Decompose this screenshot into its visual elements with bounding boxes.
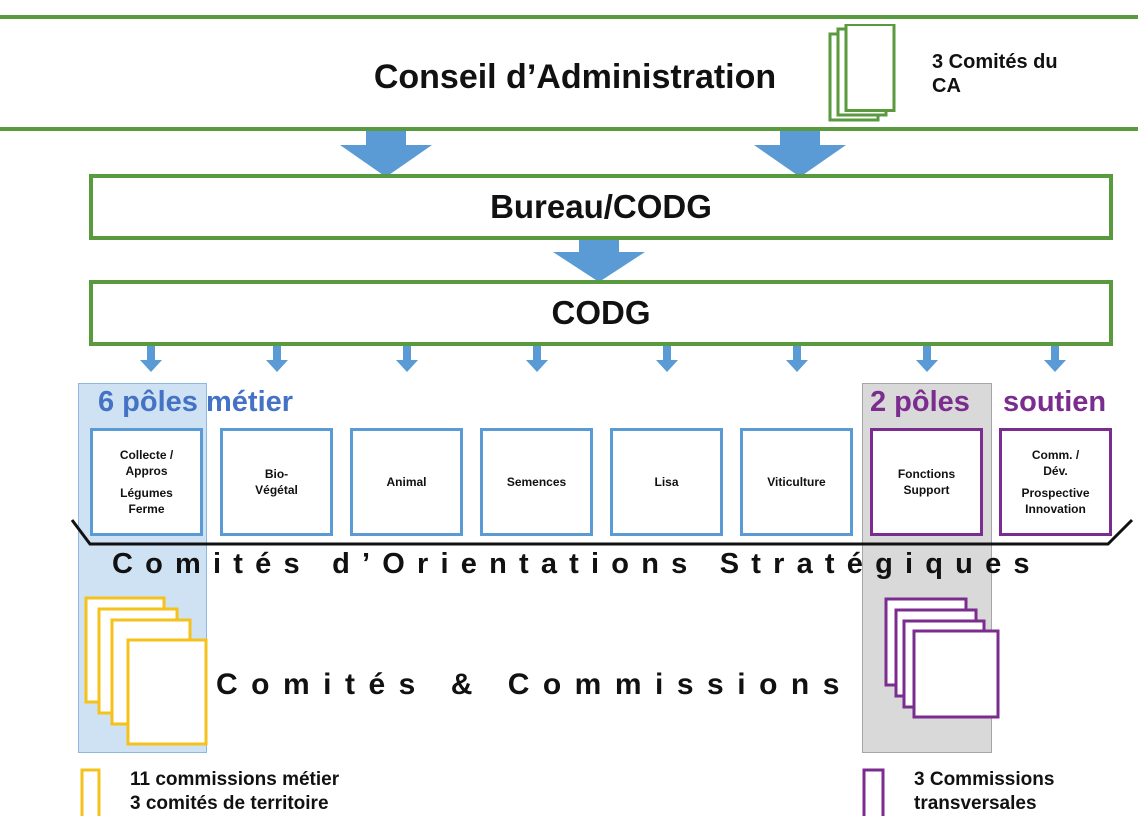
pole-label: Légumes [120,486,173,500]
poles-soutien-heading-part1: 2 pôles [870,386,970,418]
small-arrow-icon [396,346,418,372]
pole-comm-dev: Comm. / Dév. Prospective Innovation [999,428,1112,536]
small-arrow-icon [526,346,548,372]
pole-lisa: Lisa [610,428,723,536]
legend-soutien-line2: transversales [914,793,1037,814]
pole-label: Semences [506,474,567,489]
pole-label: Collecte / [119,447,174,462]
pole-collecte-appros: Collecte / Appros Légumes Ferme [90,428,203,536]
small-arrow-icon [266,346,288,372]
poles-metier-heading-part2: métier [206,386,294,418]
pole-animal: Animal [350,428,463,536]
arrow-bureau-codg [553,240,645,282]
pole-viticulture: Viticulture [740,428,853,536]
pole-bio-vegetal: Bio- Végétal [220,428,333,536]
pole-label: Animal [386,474,427,489]
arrows-codg-poles [140,346,1066,372]
pole-label: Fonctions [897,466,956,481]
pole-label: Support [903,483,950,497]
pole-label: Dév. [1043,463,1068,478]
legend-metier-line2: 3 comités de territoire [130,793,329,814]
poles-soutien-heading-part2: soutien [1003,386,1107,418]
pole-label: Appros [125,463,168,478]
pole-semences: Semences [480,428,593,536]
pole-label: Viticulture [767,474,826,489]
legend-metier-swatch-icon [80,768,101,816]
small-arrow-icon [786,346,808,372]
pole-label: Comm. / [1031,447,1080,462]
transversal-commissions-stack-icon [884,597,1000,719]
legend-soutien-text: 3 Commissions transversales [914,768,1054,816]
conseil-administration-title: Conseil d’Administration [373,58,777,96]
codg-box: CODG [89,280,1113,346]
small-arrow-icon [916,346,938,372]
comites-ca-line2: CA [932,75,961,97]
commissions-label: Comités & Commissions [216,668,853,701]
pole-label: Lisa [654,474,679,489]
comites-ca-label: 3 Comités du CA [932,50,1058,98]
pole-label: Bio- [264,466,289,481]
bureau-codg-box: Bureau/CODG [89,174,1113,240]
poles-metier-heading-part1: 6 pôles [98,386,198,418]
legend-soutien-swatch-icon [862,768,885,816]
pole-label: Innovation [1025,502,1086,517]
stacked-documents-icon [828,24,896,122]
comites-ca-line1: 3 Comités du [932,51,1058,73]
legend-metier-line1: 11 commissions métier [130,769,340,790]
arrow-ca-bureau-left [340,131,432,177]
conseil-administration-box [0,15,1138,131]
pole-label: Prospective [1021,486,1090,500]
orientation-bracket [70,518,1134,546]
metier-commissions-stack-icon [84,596,208,746]
small-arrow-icon [140,346,162,372]
pole-label: Ferme [128,502,165,517]
cos-label: Comités d’Orientations Stratégiques [112,548,1042,580]
pole-label: Végétal [255,483,298,497]
pole-fonctions-support: Fonctions Support [870,428,983,536]
legend-metier-text: 11 commissions métier 3 comités de terri… [130,768,339,816]
poles-metier-heading: 6 pôles métier [98,386,293,419]
small-arrow-icon [656,346,678,372]
arrow-ca-bureau-right [754,131,846,177]
small-arrow-icon [1044,346,1066,372]
legend-soutien-line1: 3 Commissions [914,769,1055,790]
